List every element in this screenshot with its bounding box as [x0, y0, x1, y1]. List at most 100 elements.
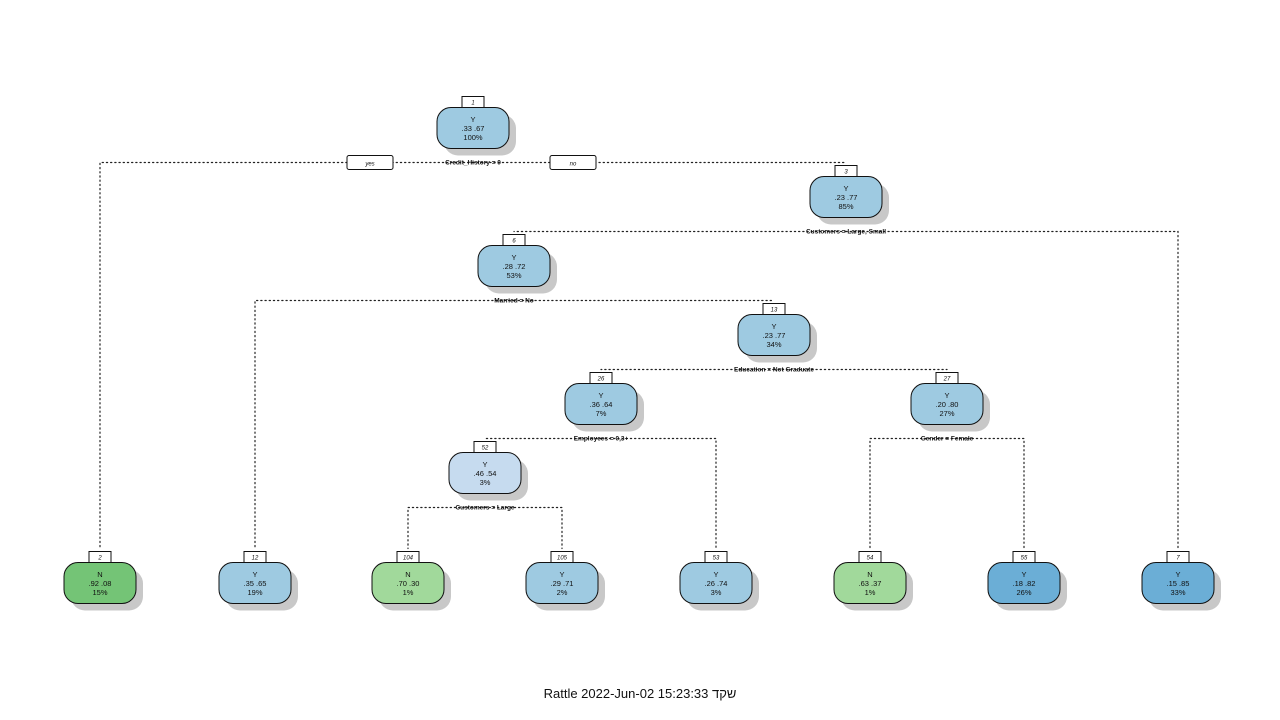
branch-label-no-box	[549, 155, 597, 170]
node-percent: 26%	[1016, 588, 1031, 597]
node-class: Y	[598, 391, 603, 400]
tree-node-26: 26Y.36 .647% Employees = 0,3+	[564, 372, 644, 443]
footer-caption: Rattle 2022-Jun-02 15:23:33 שקד	[543, 686, 737, 701]
node-percent: 33%	[1170, 588, 1185, 597]
tree-node-52: 52Y.46 .543% Customers = Large	[448, 441, 528, 512]
node-percent: 3%	[480, 478, 491, 487]
node-id-text: 3	[844, 170, 848, 176]
node-probs: .18 .82	[1013, 579, 1036, 588]
node-id-text: 105	[557, 556, 568, 562]
node-id-text: 7	[1176, 556, 1180, 562]
node-percent: 100%	[463, 133, 483, 142]
edge-3-7	[845, 230, 1179, 550]
split-label: Married = No	[494, 298, 534, 305]
node-class: Y	[1021, 570, 1026, 579]
node-class: N	[405, 570, 410, 579]
node-probs: .20 .80	[936, 400, 959, 409]
node-probs: .70 .30	[397, 579, 420, 588]
node-id-text: 26	[597, 377, 605, 383]
node-probs: .46 .54	[474, 469, 497, 478]
node-id-tag	[1166, 551, 1190, 563]
branch-label-yes-box	[346, 155, 394, 170]
node-id-tag	[589, 372, 613, 384]
edge-27-54	[869, 437, 948, 550]
branch-label-yes: yes	[346, 155, 394, 170]
node-class: Y	[252, 570, 257, 579]
edges-layer	[99, 161, 1179, 550]
node-id-tag	[935, 372, 959, 384]
edge-27-55	[946, 437, 1025, 550]
node-id-tag	[762, 303, 786, 315]
node-class: Y	[944, 391, 949, 400]
node-probs: .29 .71	[551, 579, 574, 588]
node-class: N	[97, 570, 102, 579]
branch-label-no-text: no	[570, 162, 577, 168]
node-id-tag	[1012, 551, 1036, 563]
node-id-text: 1	[471, 101, 474, 107]
node-percent: 7%	[596, 409, 607, 418]
node-id-text: 6	[512, 239, 516, 245]
node-id-tag	[243, 551, 267, 563]
edge-52-105	[484, 506, 563, 550]
node-percent: 3%	[711, 588, 722, 597]
node-probs: .92 .08	[89, 579, 112, 588]
node-percent: 19%	[247, 588, 262, 597]
node-class: Y	[482, 460, 487, 469]
split-label: Credit_History = 0	[445, 160, 501, 167]
node-id-tag	[550, 551, 574, 563]
edge-1-2	[99, 161, 474, 550]
split-label: Customers = Large	[455, 505, 514, 512]
node-id-text: 54	[867, 556, 874, 562]
split-label: Gender = Female	[921, 436, 974, 443]
node-id-text: 13	[771, 308, 778, 314]
edge-52-104	[407, 506, 486, 550]
node-class: Y	[713, 570, 718, 579]
node-id-tag	[502, 234, 526, 246]
tree-node-53: 53Y.26 .743%	[679, 551, 759, 611]
node-id-tag	[88, 551, 112, 563]
node-probs: .28 .72	[503, 262, 526, 271]
node-id-tag	[473, 441, 497, 453]
node-id-tag	[834, 165, 858, 177]
node-class: Y	[470, 115, 475, 124]
node-id-text: 55	[1021, 556, 1028, 562]
tree-node-54: 54N.63 .371%	[833, 551, 913, 611]
node-id-tag	[461, 96, 485, 108]
node-id-tag	[704, 551, 728, 563]
node-id-text: 27	[943, 377, 951, 383]
node-class: N	[867, 570, 872, 579]
node-id-tag	[396, 551, 420, 563]
node-class: Y	[771, 322, 776, 331]
node-probs: .33 .67	[462, 124, 485, 133]
node-id-text: 52	[482, 446, 489, 452]
node-percent: 1%	[865, 588, 876, 597]
node-class: Y	[559, 570, 564, 579]
split-label: Education = Not Graduate	[734, 367, 814, 374]
branch-label-yes-text: yes	[364, 162, 374, 168]
node-id-text: 104	[403, 556, 414, 562]
edge-26-53	[600, 437, 717, 550]
node-probs: .23 .77	[835, 193, 858, 202]
node-probs: .63 .37	[859, 579, 882, 588]
node-percent: 85%	[838, 202, 853, 211]
node-percent: 27%	[939, 409, 954, 418]
node-id-text: 12	[252, 556, 259, 562]
node-percent: 34%	[766, 340, 781, 349]
node-probs: .36 .64	[590, 400, 613, 409]
node-percent: 53%	[506, 271, 521, 280]
node-percent: 1%	[403, 588, 414, 597]
node-percent: 2%	[557, 588, 568, 597]
branch-label-no: no	[549, 155, 597, 170]
split-label: Customers = Large, Small	[806, 229, 886, 236]
split-label: Employees = 0,3+	[574, 436, 629, 443]
